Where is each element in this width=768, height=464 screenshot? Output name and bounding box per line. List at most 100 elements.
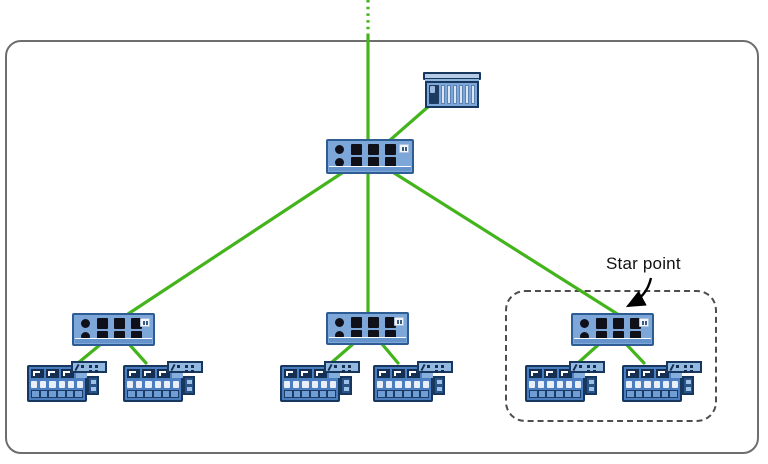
plc-controller-node (423, 72, 481, 108)
switch-base-strip (329, 338, 406, 342)
port-round-icon (580, 319, 589, 328)
io-status-led-row (31, 381, 84, 388)
switch-base-strip (329, 167, 411, 171)
switch-right-star-point (571, 313, 654, 346)
io-connector-icon (529, 368, 542, 378)
plc-link-line (387, 104, 431, 143)
io-connector-icon (656, 368, 669, 378)
io-connector-row (377, 368, 433, 378)
io-connector-icon (127, 368, 140, 378)
star-point-group-outline (505, 290, 717, 422)
io-interface-block-icon (167, 361, 203, 373)
port-round-icon (335, 145, 344, 154)
io-status-led-row (626, 381, 679, 388)
left-io1-line (76, 342, 103, 365)
middle-io2-line (380, 342, 400, 365)
io-connector-icon (31, 368, 44, 378)
plc-cpu-module-icon (429, 85, 439, 104)
port-square-icon (351, 330, 362, 341)
io-connector-icon (377, 368, 390, 378)
plc-rack-body (425, 81, 479, 108)
io-terminal-slats (284, 390, 336, 398)
io-device-middle-2 (373, 361, 453, 403)
port-round-icon (580, 332, 589, 341)
io-side-module-icon (87, 376, 99, 395)
switch-baseline (75, 338, 152, 339)
switch-baseline (329, 166, 411, 167)
io-interface-block-icon (569, 361, 605, 373)
io-connector-icon (392, 368, 405, 378)
switch-port-row (81, 318, 148, 329)
io-interface-block-icon (417, 361, 453, 373)
plc-module-slots (441, 85, 475, 104)
io-connector-icon (157, 368, 170, 378)
port-square-icon (385, 157, 396, 168)
io-connector-row (529, 368, 585, 378)
switch-port-row (335, 157, 402, 168)
plc-lid-edge (425, 79, 479, 82)
right-io1-line (576, 343, 600, 365)
io-interface-block-icon (666, 361, 702, 373)
port-square-icon (613, 318, 624, 329)
switch-port-row (580, 318, 647, 329)
port-round-icon (335, 331, 344, 340)
io-connector-icon (559, 368, 572, 378)
port-square-icon (630, 331, 641, 342)
port-square-icon (97, 331, 108, 342)
left-io2-line (127, 342, 148, 365)
io-device-right-1 (525, 361, 605, 403)
io-connector-icon (314, 368, 327, 378)
io-connector-icon (142, 368, 155, 378)
port-square-icon (131, 331, 142, 342)
port-square-icon (114, 318, 125, 329)
port-square-icon (385, 317, 396, 328)
port-square-icon (368, 330, 379, 341)
io-connector-icon (407, 368, 420, 378)
switch-port-row (580, 331, 647, 342)
io-side-module-icon (183, 376, 195, 395)
io-side-module-icon (340, 376, 352, 395)
io-connector-icon (641, 368, 654, 378)
io-module-body (622, 365, 682, 402)
port-square-icon (630, 318, 641, 329)
switch-base-strip (75, 339, 152, 343)
right-io2-line (625, 343, 646, 365)
switch-baseline (574, 338, 651, 339)
port-round-icon (81, 332, 90, 341)
middle-io1-line (329, 342, 355, 365)
port-square-icon (97, 318, 108, 329)
io-interface-block-icon (71, 361, 107, 373)
io-connector-icon (626, 368, 639, 378)
switch-port-row (335, 317, 402, 328)
io-connector-row (31, 368, 87, 378)
port-square-icon (368, 317, 379, 328)
io-terminal-slats (529, 390, 581, 398)
star-point-label: Star point (606, 254, 681, 273)
switch-brand-badge-icon (639, 318, 649, 327)
switch-port-row (335, 330, 402, 341)
io-device-right-2 (622, 361, 702, 403)
port-square-icon (368, 157, 379, 168)
io-side-module-icon (585, 376, 597, 395)
io-terminal-slats (626, 390, 678, 398)
switch-port-row (335, 144, 402, 155)
io-interface-block-icon (324, 361, 360, 373)
port-square-icon (385, 144, 396, 155)
port-square-icon (351, 317, 362, 328)
switch-left (72, 313, 155, 346)
io-status-led-row (284, 381, 337, 388)
port-square-icon (368, 144, 379, 155)
io-module-body (123, 365, 183, 402)
io-connector-row (626, 368, 682, 378)
star-point-arrow (625, 277, 653, 308)
io-status-led-row (377, 381, 430, 388)
port-round-icon (81, 319, 90, 328)
port-square-icon (613, 331, 624, 342)
io-connector-icon (544, 368, 557, 378)
port-square-icon (385, 330, 396, 341)
io-status-led-row (127, 381, 180, 388)
io-connector-icon (284, 368, 297, 378)
switch-brand-badge-icon (399, 144, 409, 153)
